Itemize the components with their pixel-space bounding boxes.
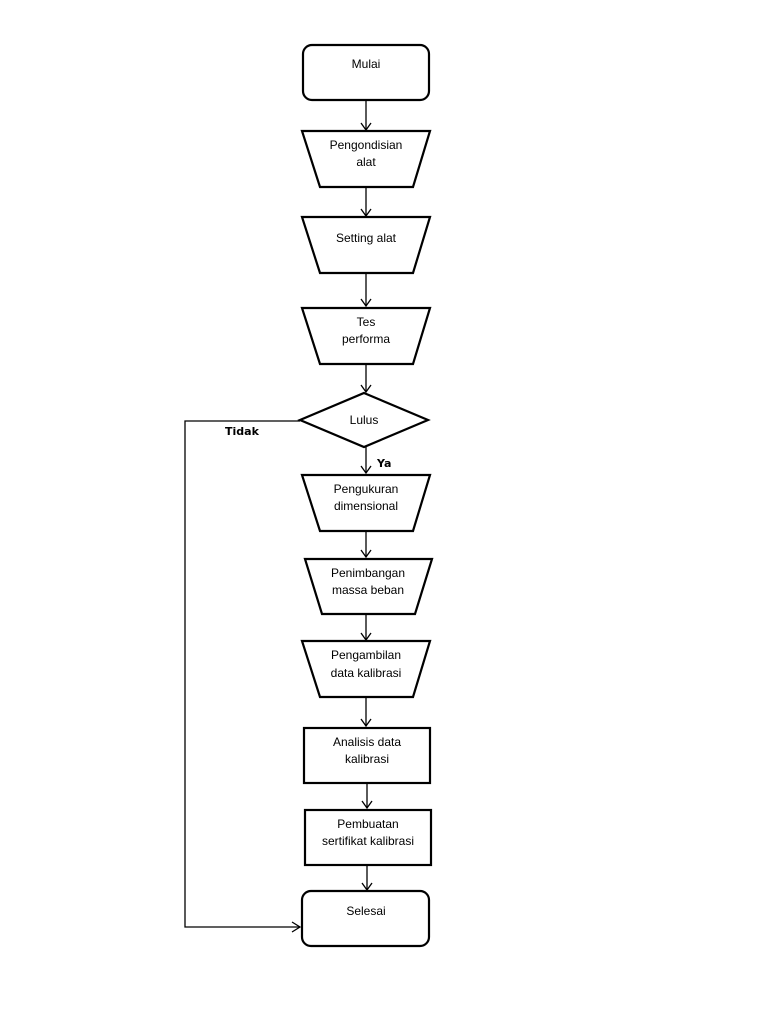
connector-5 — [360, 531, 372, 559]
step-penimbangan-label-line1: Penimbangan — [331, 566, 405, 580]
connector-7 — [360, 697, 372, 728]
connector-no — [184, 420, 302, 933]
step-pengondisian-label-line1: Pengondisian — [330, 138, 403, 152]
end-label: Selesai — [346, 904, 385, 918]
step-analisis-label-line1: Analisis data — [333, 735, 401, 749]
connector-4 — [360, 364, 372, 394]
step-analisis-label-line2: kalibrasi — [345, 752, 389, 766]
connector-2 — [360, 187, 372, 218]
connector-8 — [361, 783, 373, 810]
step-setting-alat: Setting alat — [300, 215, 432, 275]
start-label: Mulai — [352, 57, 381, 71]
step-tes-performa: Tes performa — [300, 306, 432, 366]
step-pembuatan-sertifikat-kalibrasi: Pembuatan sertifikat kalibrasi — [303, 808, 433, 867]
step-analisis-data-kalibrasi: Analisis data kalibrasi — [302, 726, 432, 785]
step-tes-label-line2: performa — [342, 332, 390, 346]
step-pengambilan-data-kalibrasi: Pengambilan data kalibrasi — [300, 639, 432, 699]
step-penimbangan-label-line2: massa beban — [332, 583, 404, 597]
step-pengukuran-dimensional: Pengukuran dimensional — [300, 473, 432, 533]
step-pengukuran-label-line2: dimensional — [334, 499, 398, 513]
step-pengambilan-label-line1: Pengambilan — [331, 648, 401, 662]
step-tes-label-line1: Tes — [357, 315, 376, 329]
step-pengondisian-label-line2: alat — [356, 155, 376, 169]
step-setting-label: Setting alat — [336, 231, 397, 245]
end-node: Selesai — [300, 889, 431, 948]
connector-3 — [360, 273, 372, 308]
start-node: Mulai — [301, 43, 431, 102]
step-pembuatan-label-line2: sertifikat kalibrasi — [322, 834, 414, 848]
connector-6 — [360, 614, 372, 642]
branch-yes-label: Ya — [376, 457, 391, 470]
decision-lulus: Lulus — [297, 391, 431, 449]
step-pengambilan-label-line2: data kalibrasi — [331, 666, 402, 680]
connector-9 — [361, 865, 373, 892]
connector-1 — [360, 100, 372, 132]
step-pengukuran-label-line1: Pengukuran — [334, 482, 399, 496]
branch-no-label: Tidak — [225, 425, 260, 438]
connector-yes — [360, 447, 372, 475]
decision-lulus-label: Lulus — [350, 413, 379, 427]
step-pengondisian-alat: Pengondisian alat — [300, 129, 432, 189]
step-pembuatan-label-line1: Pembuatan — [337, 817, 398, 831]
step-penimbangan-massa-beban: Penimbangan massa beban — [303, 557, 434, 616]
